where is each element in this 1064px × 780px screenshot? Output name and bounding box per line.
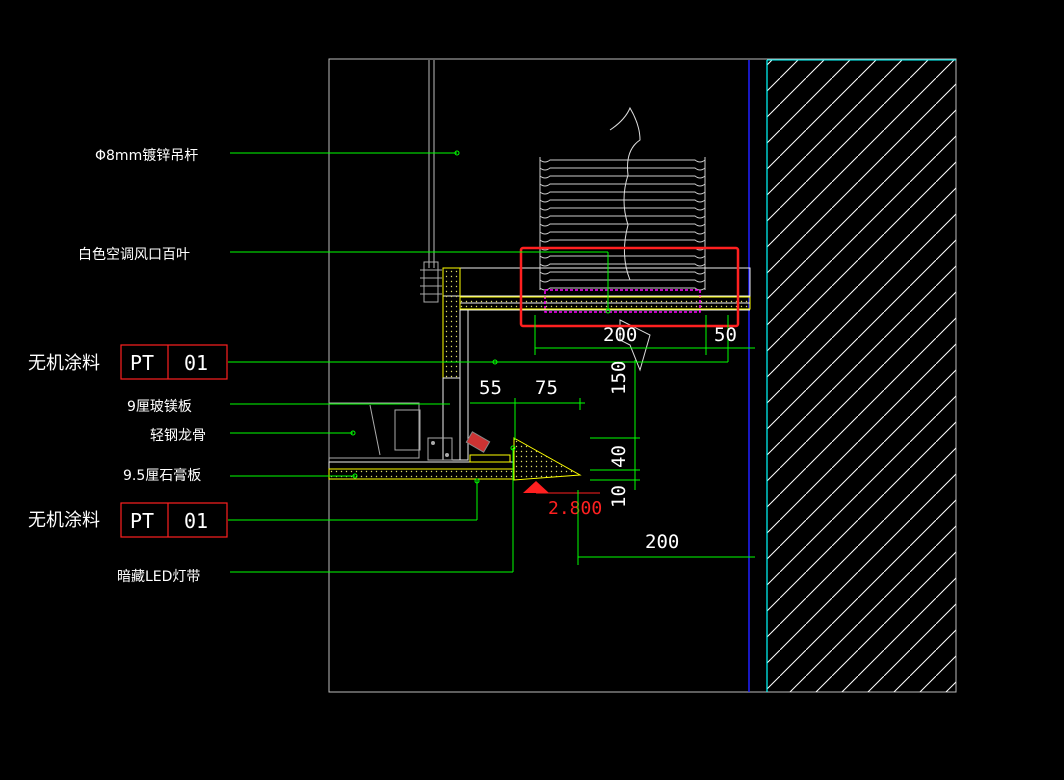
tag-top-num: 01 (184, 351, 208, 375)
duct-rib (539, 255, 706, 259)
tag-top-code: PT (130, 351, 154, 375)
elevation-value: 2.800 (548, 498, 602, 519)
duct-rib (539, 231, 706, 235)
selection-highlight[interactable] (519, 246, 740, 328)
duct-rib (539, 287, 706, 291)
vertical-frame (459, 309, 469, 461)
duct-rib (539, 199, 706, 203)
tag-bottom-num: 01 (184, 509, 208, 533)
led-strip (469, 454, 511, 463)
leader-dots (350, 150, 611, 484)
label-mgo-board: 9厘玻镁板 (127, 399, 192, 415)
duct-rib (539, 183, 706, 187)
hanging-rod (420, 60, 442, 303)
tag-bottom-code: PT (130, 509, 154, 533)
duct-rib (539, 167, 706, 171)
duct-rib (539, 223, 706, 227)
dimension-lines (470, 315, 755, 565)
label-keel: 轻钢龙骨 (150, 428, 206, 444)
dim-50: 50 (714, 324, 737, 346)
duct-rib (539, 215, 706, 219)
dim-10: 10 (608, 485, 630, 508)
light-steel-keel (328, 402, 453, 461)
dim-40: 40 (608, 445, 630, 468)
duct-rib (539, 159, 706, 163)
dim-55: 55 (479, 377, 502, 399)
duct-rib (539, 207, 706, 211)
dim-200-top: 200 (603, 324, 637, 346)
label-paint-bottom: 无机涂料 (28, 510, 100, 531)
label-gypsum: 9.5厘石膏板 (123, 467, 201, 484)
duct-rib (539, 175, 706, 179)
led-fixture (465, 431, 491, 453)
wall-section (766, 59, 956, 692)
material-tag-bottom: PT 01 (120, 502, 228, 538)
cove-profile (513, 437, 582, 481)
airflow-arrow-2 (619, 319, 651, 372)
label-paint-top: 无机涂料 (28, 353, 100, 374)
leader-lines (228, 152, 609, 573)
duct-ribs (539, 159, 706, 291)
label-led: 暗藏LED灯带 (117, 569, 200, 585)
duct-rib (539, 263, 706, 267)
label-grille: 白色空调风口百叶 (78, 246, 190, 263)
duct-rib (539, 271, 706, 275)
dim-150: 150 (608, 361, 630, 395)
airflow-arrow (609, 106, 641, 281)
label-rod: Φ8mm镀锌吊杆 (95, 147, 198, 164)
duct-rib (539, 191, 706, 195)
dim-75: 75 (535, 377, 558, 399)
gypsum-board (328, 461, 515, 470)
elevation-marker (523, 481, 549, 493)
mgo-board-horizontal (459, 296, 751, 310)
duct-rib (539, 239, 706, 243)
dim-200-bottom: 200 (645, 531, 679, 553)
material-tag-top: PT 01 (120, 344, 228, 380)
duct-rib (539, 279, 706, 283)
